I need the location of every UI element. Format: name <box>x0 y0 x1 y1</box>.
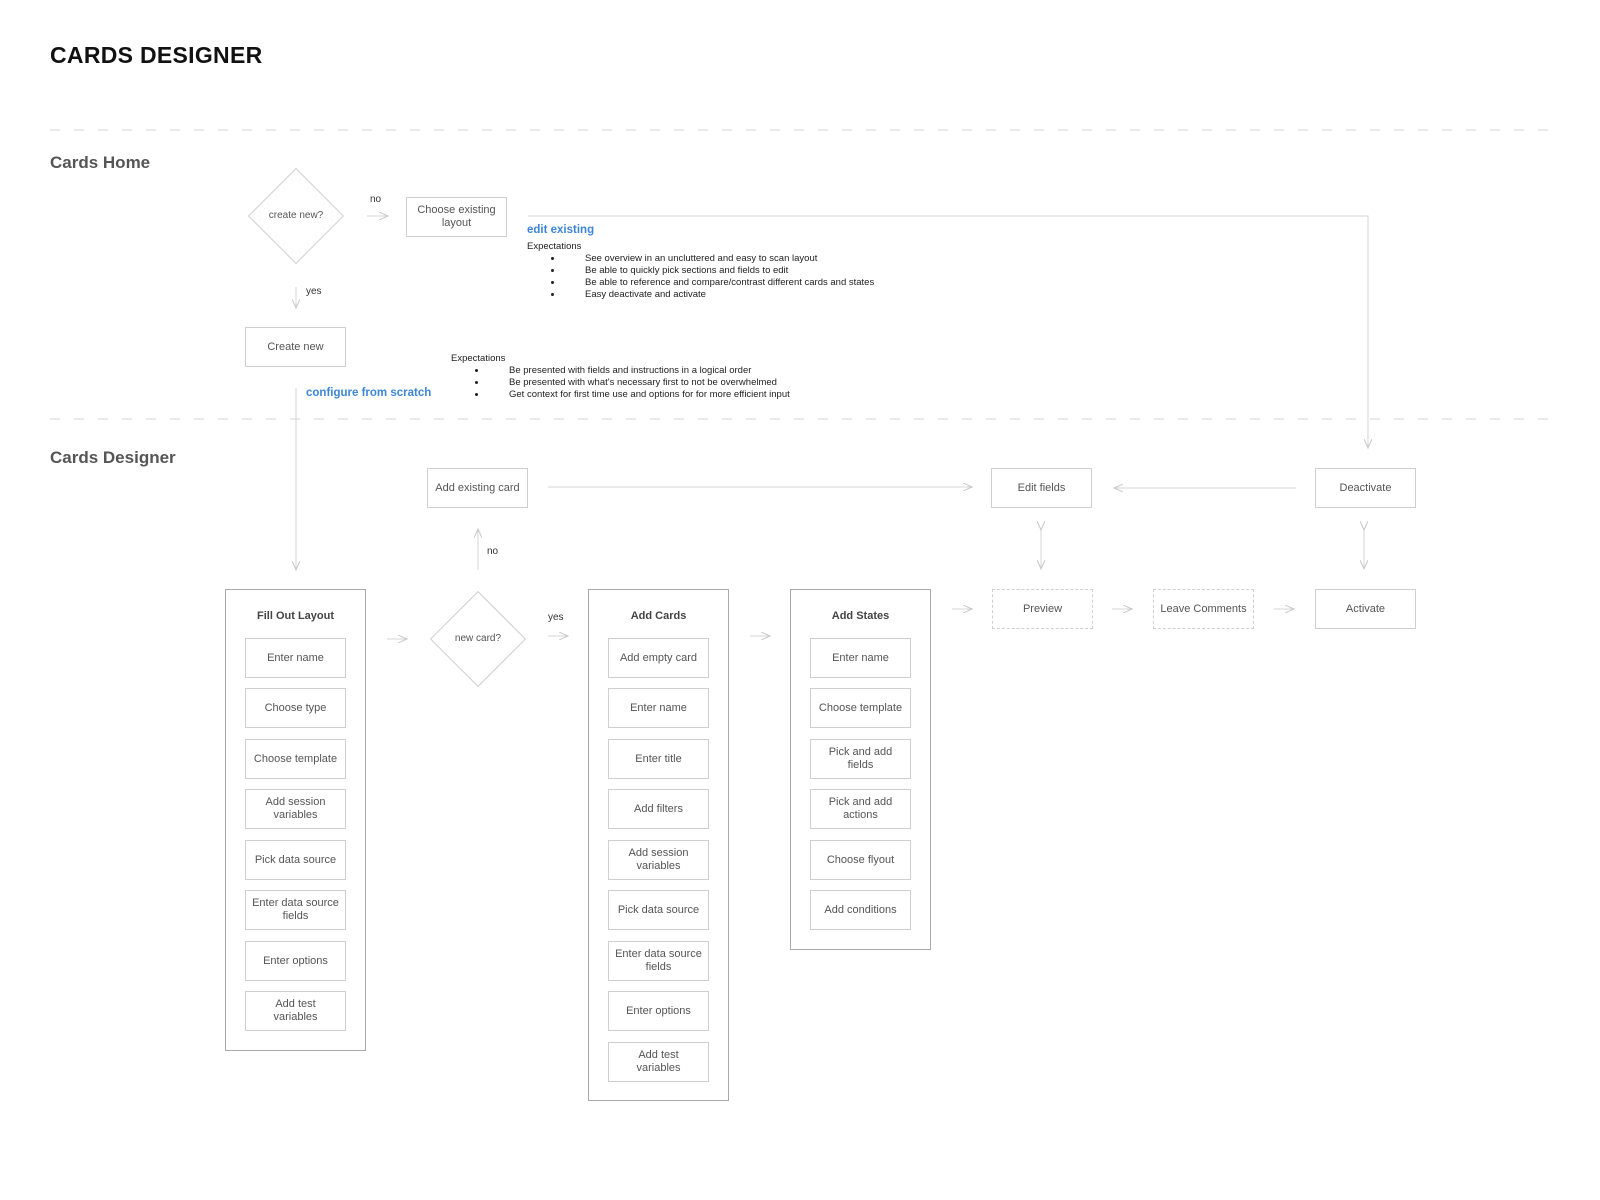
expectations-heading: Expectations <box>451 353 506 364</box>
fill-out-layout-group: Fill Out Layout <box>225 589 366 1051</box>
step-box: Pick data source <box>245 840 346 880</box>
step-label: Add empty card <box>619 651 698 664</box>
step-box: Choose type <box>245 688 346 728</box>
step-label: Add test variables <box>636 1049 681 1074</box>
step-label: Enter options <box>263 954 328 967</box>
step-label: Enter options <box>626 1004 691 1017</box>
expectation-item: Be able to reference and compare/contras… <box>563 277 987 289</box>
step-label: Pick and add fields <box>828 746 893 771</box>
leave-comments-label: Leave Comments <box>1160 602 1247 615</box>
step-box: Add test variables <box>245 991 346 1031</box>
step-label: Pick and add actions <box>828 796 893 821</box>
activate-box: Activate <box>1315 589 1416 629</box>
step-box: Add conditions <box>810 890 911 930</box>
step-label: Enter name <box>267 651 324 664</box>
step-box: Enter options <box>608 991 709 1031</box>
add-existing-card-label: Add existing card <box>435 481 520 494</box>
step-label: Enter name <box>630 701 687 714</box>
deactivate-box: Deactivate <box>1315 468 1416 508</box>
step-box: Enter title <box>608 739 709 779</box>
yes-label: yes <box>548 612 564 623</box>
add-existing-card-box: Add existing card <box>427 468 528 508</box>
preview-label: Preview <box>1022 602 1063 615</box>
step-box: Enter name <box>810 638 911 678</box>
step-box: Add session variables <box>608 840 709 880</box>
step-box: Enter data source fields <box>245 890 346 930</box>
create-new-box: Create new <box>245 327 346 367</box>
step-label: Add conditions <box>824 903 897 916</box>
scratch-expectations: Expectations Be presented with fields an… <box>451 353 911 401</box>
step-label: Add filters <box>634 802 683 815</box>
step-box: Choose template <box>810 688 911 728</box>
step-label: Enter title <box>635 752 682 765</box>
add-cards-group: Add Cards <box>588 589 729 1101</box>
deactivate-label: Deactivate <box>1339 481 1392 494</box>
page-title: CARDS DESIGNER <box>50 42 263 68</box>
step-box: Add test variables <box>608 1042 709 1082</box>
edit-existing-expectations: Expectations See overview in an unclutte… <box>527 241 987 301</box>
fill-out-layout-title: Fill Out Layout <box>257 610 334 622</box>
add-cards-title: Add Cards <box>630 610 687 622</box>
step-label: Choose flyout <box>826 853 895 866</box>
step-box: Add empty card <box>608 638 709 678</box>
step-box: Add session variables <box>245 789 346 829</box>
edit-existing-label: edit existing <box>527 224 595 236</box>
add-states-title: Add States <box>831 610 890 622</box>
step-label: Pick data source <box>254 853 337 866</box>
edit-existing-connector <box>528 215 1368 448</box>
section-heading-cards-designer: Cards Designer <box>50 448 176 467</box>
expectation-item: Be presented with what's necessary first… <box>487 377 911 389</box>
step-label: Enter data source fields <box>252 897 339 922</box>
step-box: Pick data source <box>608 890 709 930</box>
activate-label: Activate <box>1345 602 1386 615</box>
step-label: Enter name <box>832 651 889 664</box>
edit-fields-label: Edit fields <box>1017 481 1066 494</box>
step-box: Choose template <box>245 739 346 779</box>
expectation-item: Be presented with fields and instruction… <box>487 365 911 377</box>
step-label: Add test variables <box>273 998 318 1023</box>
expectations-heading: Expectations <box>527 241 582 252</box>
expectation-item: See overview in an uncluttered and easy … <box>563 253 987 265</box>
configure-from-scratch-label: configure from scratch <box>306 387 432 399</box>
step-box: Choose flyout <box>810 840 911 880</box>
no-label: no <box>370 194 382 205</box>
expectation-item: Easy deactivate and activate <box>563 289 987 301</box>
step-label: Add session variables <box>265 796 326 821</box>
step-label: Enter data source fields <box>615 948 702 973</box>
step-box: Enter data source fields <box>608 941 709 981</box>
create-new-decision-label: create new? <box>268 210 324 221</box>
step-label: Pick data source <box>617 903 700 916</box>
section-heading-cards-home: Cards Home <box>50 153 151 172</box>
step-label: Choose type <box>264 701 327 714</box>
no-label: no <box>487 546 499 557</box>
step-label: Add session variables <box>628 847 689 872</box>
new-card-decision-label: new card? <box>454 633 502 644</box>
step-box: Enter options <box>245 941 346 981</box>
yes-label: yes <box>306 286 322 297</box>
create-new-label: Create new <box>267 340 324 353</box>
step-box: Pick and add actions <box>810 789 911 829</box>
step-box: Add filters <box>608 789 709 829</box>
add-states-group: Add States <box>790 589 931 950</box>
edit-fields-box: Edit fields <box>991 468 1092 508</box>
expectation-item: Be able to quickly pick sections and fie… <box>563 265 987 277</box>
step-box: Enter name <box>245 638 346 678</box>
choose-existing-layout-label: Choose existing layout <box>417 204 496 229</box>
preview-box: Preview <box>992 589 1093 629</box>
step-label: Choose template <box>818 701 903 714</box>
expectation-item: Get context for first time use and optio… <box>487 389 911 401</box>
leave-comments-box: Leave Comments <box>1153 589 1254 629</box>
step-box: Enter name <box>608 688 709 728</box>
step-box: Pick and add fields <box>810 739 911 779</box>
choose-existing-layout-box: Choose existing layout <box>406 197 507 237</box>
step-label: Choose template <box>253 752 338 765</box>
